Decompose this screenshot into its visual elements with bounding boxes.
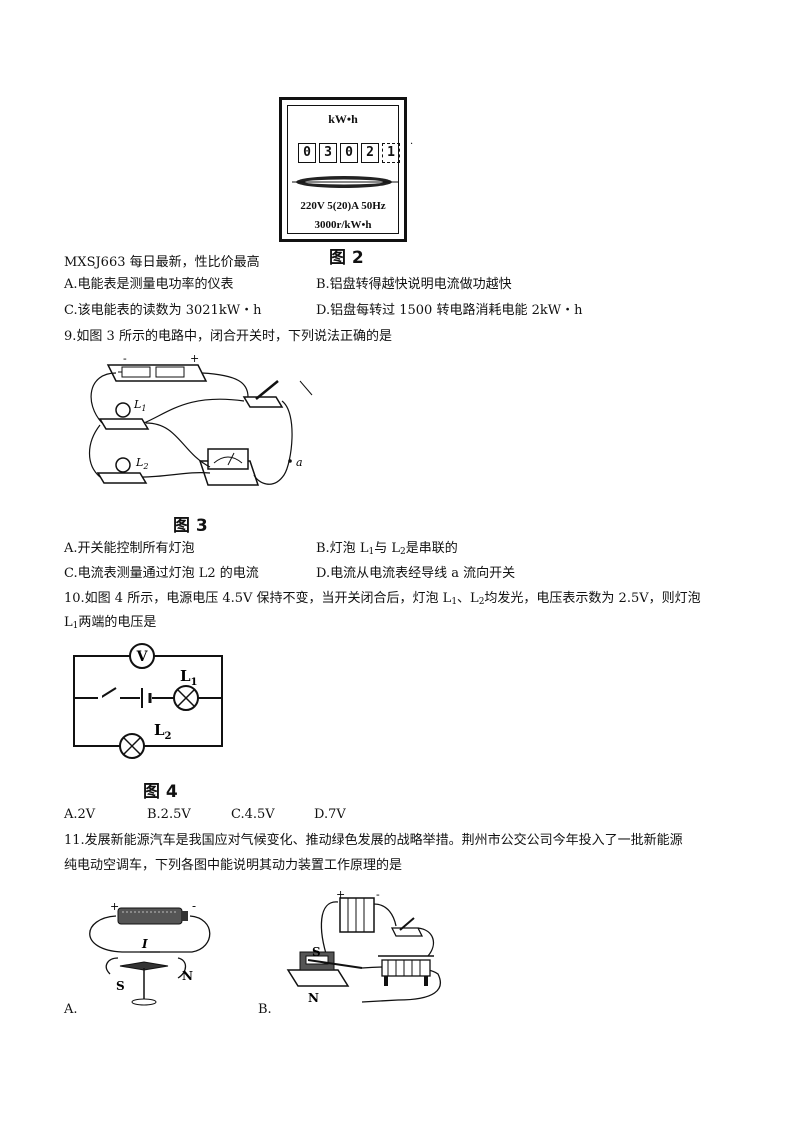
q9-option-a: A.开关能控制所有灯泡 — [64, 541, 195, 556]
energy-meter-frame: kW•h 0 3 0 2 1 220V 5(20)A 50Hz 3000r/kW… — [287, 105, 400, 234]
q10-option-a: A.2V — [64, 807, 96, 822]
battery-minus-label: - — [123, 352, 127, 365]
battery-icon — [117, 907, 188, 925]
figure-b-label: B. — [258, 1002, 272, 1017]
svg-text:V: V — [136, 649, 149, 665]
wire-a-dot — [288, 459, 292, 463]
lamp-l1-label: L1 — [180, 667, 198, 688]
compass-needle-icon — [119, 961, 169, 1006]
q8-option-c: C.该电能表的读数为 3021kW・h — [64, 303, 262, 318]
wire-a-label: a — [296, 456, 303, 469]
meter-digit: 0 — [340, 143, 358, 163]
battery-plus-label: + — [110, 900, 119, 913]
switch-icon — [390, 917, 424, 937]
battery-plus-label: + — [336, 888, 345, 901]
q9-stem: 9.如图 3 所示的电路中，闭合开关时，下列说法正确的是 — [64, 329, 392, 344]
switch-icon — [242, 380, 284, 408]
q10-stem-line2: L1两端的电压是 — [64, 615, 157, 631]
q11-stem-line1: 11.发展新能源汽车是我国应对气候变化、推动绿色发展的战略举措。荆州市公交公司今… — [64, 833, 683, 848]
figure-3-circuit: - + L1 L2 a — [88, 352, 313, 486]
meter-rating: 220V 5(20)A 50Hz — [300, 200, 386, 212]
bulb-l2-icon — [96, 457, 148, 484]
ammeter-icon — [198, 448, 260, 486]
battery-plus-label: + — [190, 352, 199, 365]
q10-option-c: C.4.5V — [231, 807, 275, 822]
figure-3-caption: 图 3 — [173, 516, 208, 536]
bulb-l2-label: L2 — [135, 456, 148, 471]
figure-b-motor: + - S N — [286, 888, 441, 1005]
meter-digit-decimal: 1 — [382, 143, 400, 163]
current-label: I — [141, 937, 148, 951]
q10-option-d: D.7V — [314, 807, 346, 822]
q10-option-b: B.2.5V — [147, 807, 191, 822]
rotation-arrow-icon — [177, 957, 187, 979]
bulb-l1-label: L1 — [133, 398, 146, 413]
rotation-arrow-icon — [105, 957, 119, 975]
meter-digits: 0 3 0 2 1 — [298, 143, 400, 163]
figure-a-oersted: + - I S N — [89, 899, 211, 1006]
pole-s-label: S — [116, 979, 125, 993]
u-magnet-icon — [286, 951, 363, 987]
q9-option-d: D.电流从电流表经导线 a 流向开关 — [316, 566, 516, 581]
q11-stem-line2: 纯电动空调车，下列各图中能说明其动力装置工作原理的是 — [64, 858, 403, 873]
sliding-rheostat-icon — [378, 955, 434, 986]
lamp-l1-icon — [173, 685, 199, 711]
meter-unit: kW•h — [328, 112, 358, 126]
meter-digit: 3 — [319, 143, 337, 163]
meter-digit: 0 — [298, 143, 316, 163]
lamp-l2-icon — [119, 733, 145, 759]
q8-option-a: A.电能表是测量电功率的仪表 — [64, 277, 234, 292]
q9-option-c: C.电流表测量通过灯泡 L2 的电流 — [64, 566, 259, 581]
pole-n-label: N — [308, 991, 319, 1005]
aluminum-disc-icon — [292, 176, 398, 188]
figure-4-caption: 图 4 — [143, 782, 178, 802]
bulb-l1-icon — [98, 402, 150, 430]
battery-cell-icon — [140, 688, 152, 708]
meter-dot-mark: · — [410, 139, 414, 150]
q9-option-b: B.灯泡 L1与 L2是串联的 — [316, 541, 458, 557]
battery-pack-icon — [339, 897, 375, 933]
pole-n-label: N — [182, 969, 193, 983]
meter-digit: 2 — [361, 143, 379, 163]
voltmeter-icon: V — [129, 643, 155, 669]
circuit-wires — [320, 901, 441, 1003]
battery-minus-label: - — [192, 899, 196, 913]
figure-4-circuit: V L1 L2 — [73, 643, 223, 759]
circuit-wires — [89, 915, 211, 953]
pole-s-label: S — [312, 945, 321, 959]
watermark-line: MXSJ663 每日最新，性比价最高 — [64, 255, 260, 270]
circuit-wires — [88, 372, 293, 485]
battery-pack-icon — [106, 364, 208, 382]
figure-2-caption: 图 2 — [329, 248, 364, 268]
meter-constant: 3000r/kW•h — [314, 219, 372, 231]
q8-option-d: D.铝盘每转过 1500 转电路消耗电能 2kW・h — [316, 303, 583, 318]
figure-a-label: A. — [64, 1002, 78, 1017]
switch-icon — [98, 687, 117, 701]
energy-meter-figure: kW•h 0 3 0 2 1 220V 5(20)A 50Hz 3000r/kW… — [279, 97, 407, 242]
lamp-l2-label: L2 — [154, 721, 172, 742]
switch-motion-mark — [299, 380, 313, 396]
q10-stem-line1: 10.如图 4 所示，电源电压 4.5V 保持不变，当开关闭合后，灯泡 L1、L… — [64, 591, 701, 607]
q8-option-b: B.铝盘转得越快说明电流做功越快 — [316, 277, 512, 292]
battery-minus-label: - — [376, 888, 380, 901]
